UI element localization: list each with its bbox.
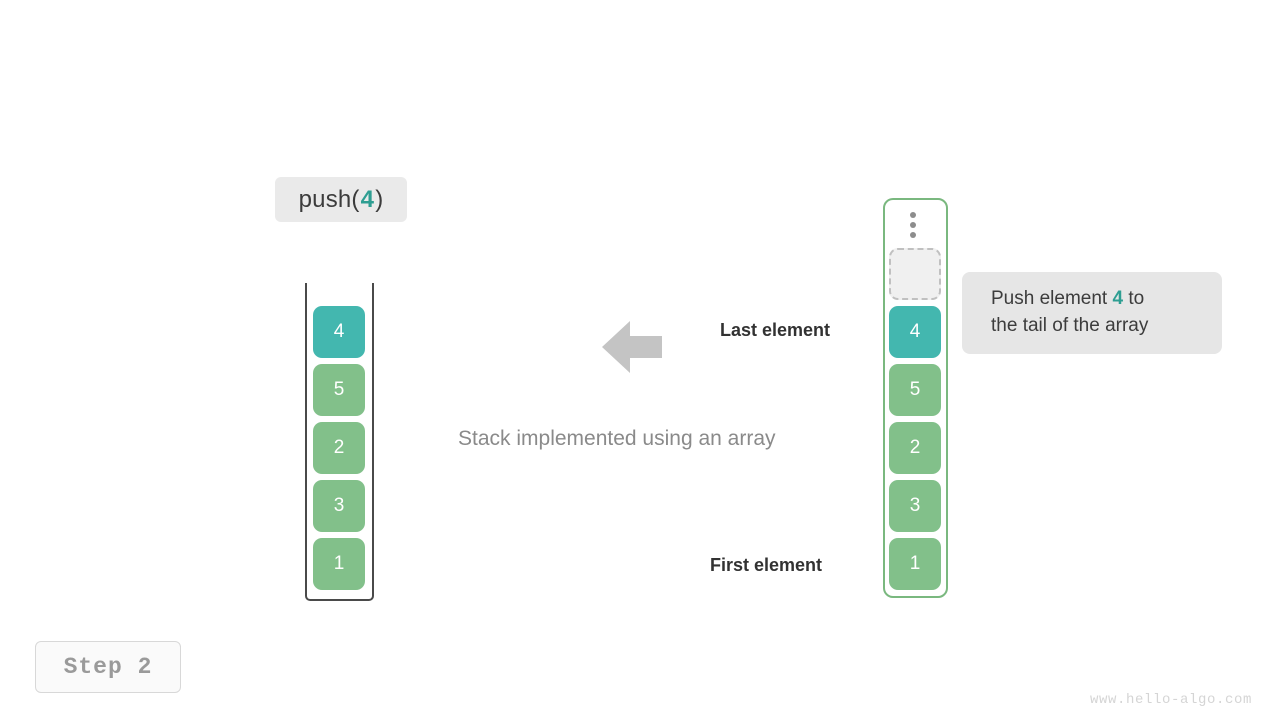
vertical-dots-icon <box>909 212 917 238</box>
array-cell: 3 <box>889 480 941 532</box>
step-badge: Step 2 <box>35 641 181 693</box>
array-cell-list: 4 5 2 3 1 <box>889 248 941 590</box>
last-element-label: Last element <box>720 320 831 340</box>
explanation-note: Push element 4 to the tail of the array <box>962 272 1222 354</box>
note-highlight-value: 4 <box>1112 288 1124 309</box>
watermark: www.hello-algo.com <box>1089 692 1252 708</box>
arrow-left-icon <box>602 321 662 373</box>
stack-cell: 2 <box>313 422 365 474</box>
stack-cell: 5 <box>313 364 365 416</box>
note-line1-after: to <box>1123 288 1145 309</box>
stack-cell: 3 <box>313 480 365 532</box>
note-line2: the tail of the array <box>991 314 1149 336</box>
center-caption: Stack implemented using an array <box>458 427 776 450</box>
array-empty-slot <box>889 248 941 300</box>
array-cell: 4 <box>889 306 941 358</box>
stack-cell: 1 <box>313 538 365 590</box>
first-element-label: First element <box>710 555 823 575</box>
note-line1-before: Push element <box>991 288 1113 309</box>
array-cell: 2 <box>889 422 941 474</box>
operation-label: push(4) <box>275 177 407 222</box>
stack-cell: 4 <box>313 306 365 358</box>
stack-container-frame <box>305 283 374 601</box>
operation-prefix: push( <box>298 185 360 213</box>
array-cell: 1 <box>889 538 941 590</box>
operation-suffix: ) <box>375 185 384 213</box>
array-cell: 5 <box>889 364 941 416</box>
stack-cell-list: 4 5 2 3 1 <box>313 306 365 590</box>
operation-argument: 4 <box>360 185 375 213</box>
array-container-frame <box>883 198 948 598</box>
